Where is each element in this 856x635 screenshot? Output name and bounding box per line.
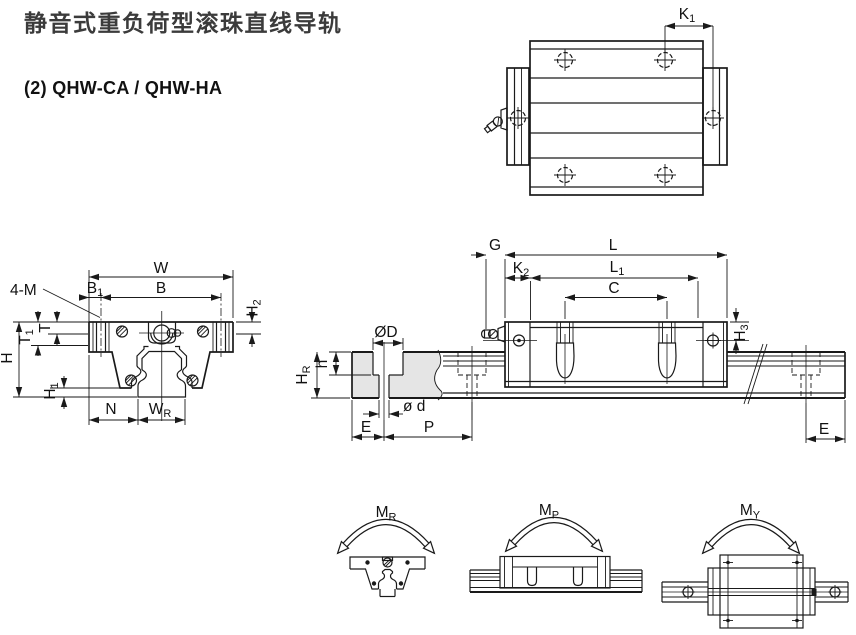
dim-H: H (0, 322, 137, 398)
moment-MY-label: MY (740, 502, 761, 522)
dim-h: h (314, 351, 371, 376)
dim-L1-label: L1 (610, 259, 625, 278)
moment-MP-label: MP (539, 502, 559, 522)
moment-MR: MR (338, 504, 435, 598)
mount-hole (553, 48, 577, 72)
dim-H3: H3 (730, 308, 751, 354)
dim-T1-label: T1 (17, 329, 36, 345)
dim-C-label: C (608, 280, 619, 297)
dim-T-label: T (37, 323, 54, 333)
dim-W-label: W (154, 260, 169, 277)
dim-T: T (13, 311, 89, 345)
top-view: K1 (483, 6, 728, 196)
rail-hole (506, 106, 530, 130)
dim-diad-label: ø d (403, 398, 425, 415)
bolt-markers (723, 560, 802, 623)
moment-MR-label: MR (376, 504, 397, 524)
model-subtitle: (2) QHW-CA / QHW-HA (24, 78, 223, 98)
dim-H-label: H (0, 352, 16, 363)
dim-T1: T1 (17, 311, 88, 356)
dim-4M-label: 4-M (10, 282, 37, 299)
dim-C: C (564, 280, 668, 319)
label-4M: 4-M (10, 282, 101, 318)
page-title: 静音式重负荷型滚珠直线导轨 (24, 10, 343, 36)
dim-HR-label: HR (294, 365, 313, 384)
dim-E-label: E (361, 419, 371, 436)
mount-slot (555, 321, 575, 385)
dim-HR: HR (294, 352, 350, 399)
dim-H3-label: H3 (732, 324, 751, 341)
dim-K2-label: K2 (513, 260, 529, 279)
mount-hole (653, 48, 677, 72)
dim-B1-label: B1 (87, 280, 103, 299)
dim-B1-B: B1 B (79, 280, 221, 301)
mount-hole (553, 163, 577, 187)
dim-E-P: E P (351, 400, 473, 441)
dim-WR-label: WR (149, 401, 172, 420)
dim-K1-label: K1 (679, 6, 695, 25)
dim-P-label: P (424, 419, 434, 436)
dim-H1: H1 (42, 376, 119, 409)
dim-h-label: h (314, 360, 331, 369)
dim-K2-L1: K2 L1 (505, 259, 699, 320)
moment-diagrams: MR MP (338, 502, 849, 629)
dim-G-L: G L (471, 237, 728, 329)
moment-MP: MP (469, 502, 643, 594)
moment-MY: MY (661, 502, 849, 629)
side-view: G L K2 L1 C (443, 237, 846, 443)
dim-E2-label: E (819, 421, 829, 438)
dim-N-label: N (105, 401, 116, 418)
rail-cross-section: ØD h HR (294, 324, 845, 441)
dim-H2-label: H2 (245, 299, 264, 316)
dim-DiaD-label: ØD (374, 324, 397, 341)
mount-hole (653, 163, 677, 187)
grease-nipple-top (483, 107, 508, 134)
dim-diad: ø d (363, 398, 425, 418)
dim-H1-label: H1 (42, 382, 61, 399)
dim-H2: H2 (236, 299, 264, 347)
mount-slot (657, 321, 677, 385)
front-view: W B1 B H2 4-M (0, 260, 264, 425)
dim-E2: E (805, 400, 846, 443)
dim-DiaD: ØD (372, 324, 404, 350)
dim-L-label: L (609, 237, 618, 254)
dim-W: W (88, 260, 234, 322)
grease-nipple-side (481, 325, 506, 343)
dim-B-label: B (156, 280, 166, 297)
dim-N-WR: N WR (88, 355, 186, 425)
dim-G-label: G (489, 237, 501, 254)
dim-K1: K1 (664, 6, 714, 126)
